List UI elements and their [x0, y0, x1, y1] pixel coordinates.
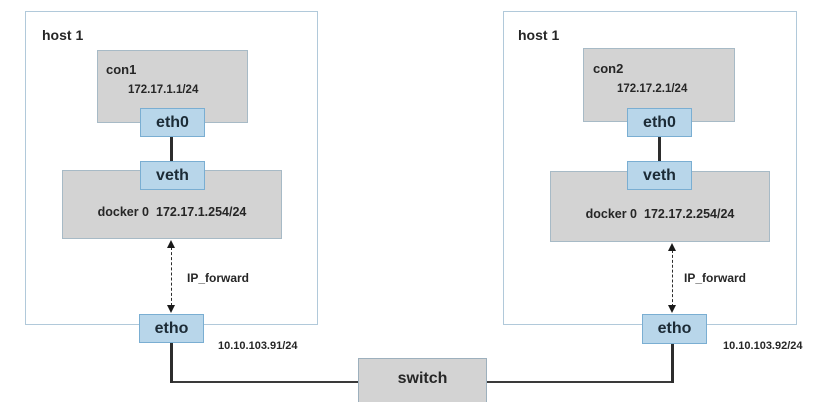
con1-ip: 172.17.1.1/24 — [128, 84, 199, 96]
docker0-right-name: docker 0 — [585, 207, 638, 221]
eth0-right-box: eth0 — [627, 108, 692, 137]
etho-left-box: etho — [139, 314, 204, 343]
etho-right-box: etho — [642, 314, 707, 344]
ip-forward-label-right: IP_forward — [684, 271, 747, 285]
docker0-left-name: docker 0 — [97, 205, 150, 219]
ip-forward-dashed-line-right — [672, 250, 673, 307]
ip-forward-arrowhead-up-right — [668, 243, 676, 251]
eth0-veth-connector-left — [170, 136, 173, 162]
ip-forward-label-left: IP_forward — [187, 271, 250, 285]
eth0-left-box: eth0 — [140, 108, 205, 137]
host1-right-label: host 1 — [518, 27, 560, 43]
host-ip-right: 10.10.103.92/24 — [723, 340, 803, 352]
host1-left-label: host 1 — [42, 27, 84, 43]
eth0-veth-connector-right — [658, 136, 661, 162]
etho-switch-vline-left — [169, 343, 173, 383]
docker0-left-ip: 172.17.1.254/24 — [156, 205, 247, 219]
etho-switch-hline-right — [487, 380, 672, 383]
etho-switch-hline-left — [169, 380, 359, 383]
veth-left-box: veth — [140, 161, 205, 190]
etho-switch-vline-right — [671, 344, 674, 383]
con1-name: con1 — [106, 62, 137, 77]
switch-label: switch — [397, 370, 448, 387]
ip-forward-arrowhead-up-left — [167, 240, 175, 248]
ip-forward-arrowhead-down-left — [167, 305, 175, 313]
host-ip-left: 10.10.103.91/24 — [218, 340, 298, 352]
ip-forward-arrowhead-down-right — [668, 305, 676, 313]
ip-forward-dashed-line-left — [171, 247, 172, 306]
con2-name: con2 — [593, 61, 624, 76]
veth-right-box: veth — [627, 161, 692, 190]
switch-box: switch — [358, 358, 487, 402]
con2-ip: 172.17.2.1/24 — [617, 83, 688, 95]
docker0-right-ip: 172.17.2.254/24 — [644, 207, 735, 221]
docker0-left-box: docker 0 172.17.1.254/24 — [62, 170, 282, 239]
